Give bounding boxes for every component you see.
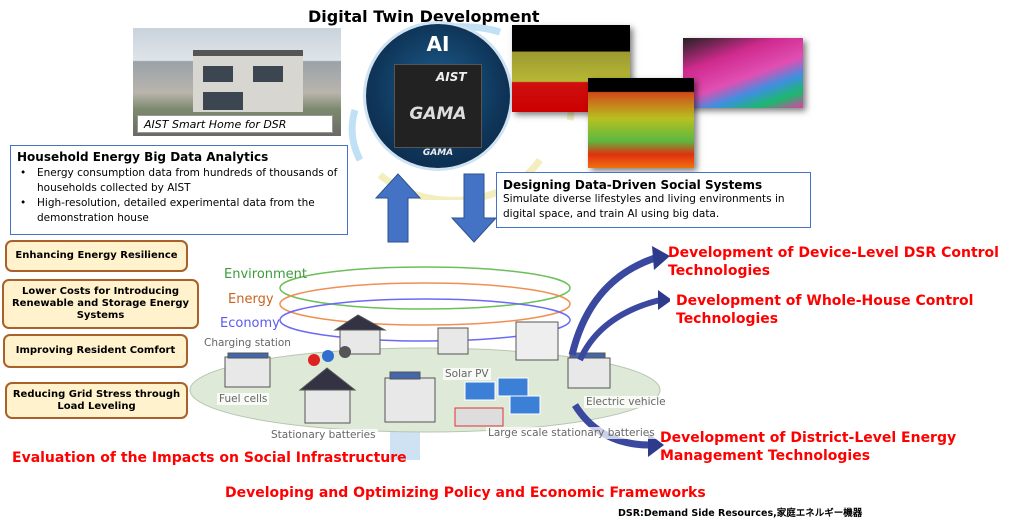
gama-small-logo: GAMA: [422, 148, 454, 158]
apartment-icon: [515, 321, 559, 361]
ai-label: AI: [426, 32, 450, 56]
page-title: Digital Twin Development: [308, 7, 540, 26]
car-icon: [339, 346, 351, 358]
economy-label: Economy: [220, 316, 280, 331]
outcome-district-level: Development of District-Level Energy Man…: [660, 430, 957, 464]
outcome-evaluation: Evaluation of the Impacts on Social Infr…: [12, 450, 407, 466]
house-icon: [224, 352, 271, 388]
smart-town-illustration: [189, 266, 661, 460]
designing-body: Simulate diverse lifestyles and living e…: [503, 193, 785, 220]
curved-arrow-icon: [572, 403, 651, 449]
household-heading: Household Energy Big Data Analytics: [17, 150, 269, 164]
fuel-cells-label: Fuel cells: [217, 393, 270, 405]
benefit-box: Lower Costs for Introducing Renewable an…: [2, 279, 199, 329]
simulation-image-3: [588, 78, 694, 168]
ai-gama-hub: AI AIST GAMA GAMA: [366, 24, 510, 168]
footnote: DSR:Demand Side Resources,家庭エネルギー機器: [618, 508, 863, 519]
curved-arrow-icon: [577, 297, 661, 362]
house-icon: [298, 367, 357, 424]
gama-logo: GAMA: [409, 104, 467, 124]
supercomputer-icon: [394, 64, 482, 148]
down-arrow-icon: [450, 173, 498, 243]
photo-caption: AIST Smart Home for DSR: [137, 115, 333, 133]
household-bullet: Energy consumption data from hundreds of…: [17, 166, 341, 196]
data-flow-arrows: [374, 173, 498, 243]
curved-arrow-icon: [568, 254, 657, 356]
energy-ring: [279, 282, 571, 326]
up-arrow-icon: [374, 173, 422, 243]
solar-pv-label: Solar PV: [443, 368, 491, 380]
electric-vehicle-label: Electric vehicle: [584, 396, 668, 408]
outcome-policy: Developing and Optimizing Policy and Eco…: [225, 485, 706, 501]
battery-bank-icon: [454, 407, 504, 427]
environment-label: Environment: [224, 267, 308, 282]
economy-ring: [279, 298, 571, 342]
charging-station-label: Charging station: [202, 337, 293, 349]
benefit-box: Improving Resident Comfort: [3, 334, 188, 368]
outcome-whole-house: Development of Whole-House Control Techn…: [676, 293, 974, 327]
household-bullet: High-resolution, detailed experimental d…: [17, 196, 341, 226]
house-icon: [567, 352, 611, 389]
car-icon: [322, 350, 334, 362]
environment-ring: [279, 266, 571, 310]
outcome-device-level: Development of Device-Level DSR Control …: [668, 245, 999, 279]
benefit-box: Reducing Grid Stress through Load Leveli…: [5, 382, 188, 419]
large-batteries-label: Large scale stationary batteries: [486, 427, 657, 439]
aist-logo: AIST: [436, 70, 467, 84]
household-data-box: Household Energy Big Data Analytics Ener…: [10, 145, 348, 235]
designing-box: Designing Data-Driven Social Systems Sim…: [496, 172, 811, 228]
stationary-batteries-label: Stationary batteries: [269, 429, 378, 441]
designing-heading: Designing Data-Driven Social Systems: [503, 178, 763, 192]
house-icon: [437, 327, 469, 355]
simulation-image-2: [683, 38, 803, 108]
energy-label: Energy: [228, 292, 274, 307]
house-icon: [384, 371, 436, 423]
benefit-box: Enhancing Energy Resilience: [5, 240, 188, 272]
solar-panel-icon: [464, 377, 541, 415]
down-gradient-arrow: [390, 428, 420, 460]
car-icon: [308, 354, 320, 366]
